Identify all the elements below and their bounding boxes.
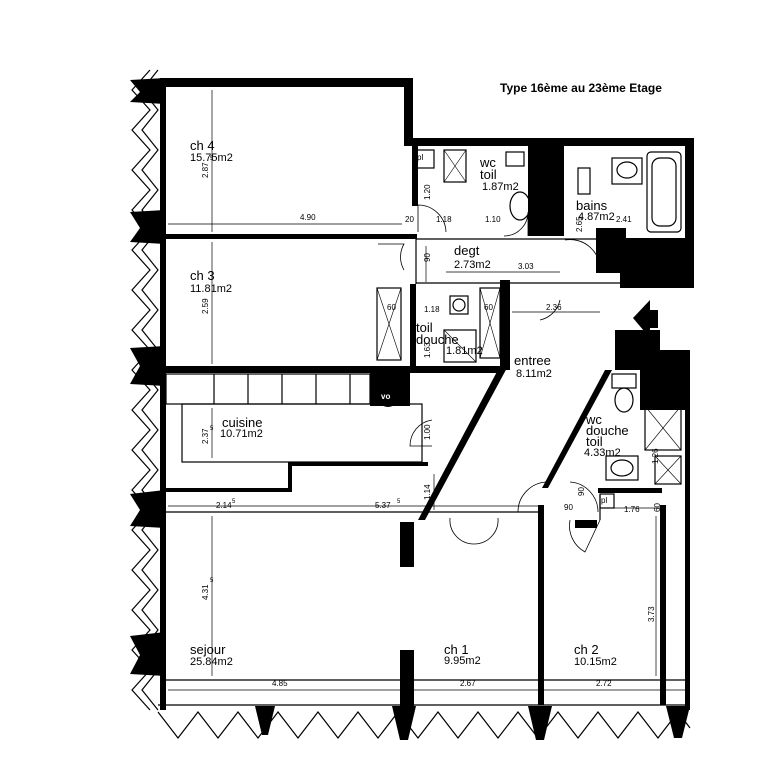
bottom-facade [157, 704, 691, 740]
dim-half-sup-2: 5 [397, 499, 401, 505]
dim-60c: 60 [653, 503, 662, 512]
room-name-ch1: ch 1 [444, 642, 469, 657]
dim-63: 63 [546, 215, 555, 224]
dim-half-sup-3: 5 [210, 578, 214, 584]
room-area-ch2: 10.15m2 [574, 656, 617, 668]
room-area-ch3: 11.81m2 [190, 283, 232, 295]
dim-272: 2.72 [596, 679, 612, 688]
dim-118b: 1.18 [424, 305, 440, 314]
dim-90a: 90 [423, 253, 432, 262]
room-area-ch1: 9.95m2 [444, 655, 481, 667]
dim-ch4-depth: 2.87 [201, 162, 210, 178]
room-area-wc-toil: 1.87m2 [482, 181, 519, 193]
room-name-ch2: ch 2 [574, 642, 599, 657]
plan-title: Type 16ème au 23ème Etage [500, 81, 662, 95]
dim-236: 2.36 [546, 303, 562, 312]
room-name-entree: entree [514, 353, 551, 368]
room-area-ch4: 15.75m2 [190, 152, 233, 164]
dim-303: 3.03 [518, 262, 534, 271]
dim-2145: 2.14 [216, 501, 232, 510]
room-area-cuisine: 10.71m2 [220, 428, 263, 440]
room-area-sejour: 25.84m2 [190, 656, 233, 668]
dimension-labels: 4.90 2.87 20 1.18 1.10 1.20 2.65 2.41 63… [201, 156, 662, 688]
interior-walls [162, 146, 666, 708]
dim-267: 2.67 [460, 679, 476, 688]
pl-label-bottom: pl [601, 496, 607, 505]
dim-241: 2.41 [616, 215, 632, 224]
dim-90c: 90 [564, 503, 573, 512]
room-name-sejour: sejour [190, 642, 226, 657]
room-name-ch3: ch 3 [190, 268, 215, 283]
dim-110: 1.10 [485, 215, 501, 224]
vo-label: vo [381, 392, 390, 401]
room-area-bains: 4.87m2 [578, 211, 615, 223]
pl-label-top: pl [417, 153, 423, 162]
dimension-lines [168, 90, 686, 691]
dim-60a: 60 [387, 303, 396, 312]
thin-walls [162, 238, 690, 681]
dim-163: 1.63 [423, 342, 432, 358]
dim-265: 2.65 [575, 216, 584, 232]
room-area-degt: 2.73m2 [454, 259, 491, 271]
dim-90b: 90 [577, 487, 586, 496]
room-area-toil-douche: 1.81m2 [446, 345, 483, 357]
room-name-degt: degt [454, 243, 480, 258]
dim-114: 1.14 [423, 484, 432, 500]
dim-259: 2.59 [201, 298, 210, 314]
dim-half-sup-1: 5 [232, 499, 236, 505]
dim-373: 3.73 [647, 606, 656, 622]
dim-118a: 1.18 [436, 215, 452, 224]
dim-60b: 60 [484, 303, 493, 312]
dim-half-sup-5: 5 [210, 426, 214, 432]
outer-walls [160, 78, 694, 710]
kitchen-counter: vo [165, 373, 423, 463]
dim-half-sup-4: 5 [210, 156, 214, 162]
entrance-arrow [633, 300, 658, 338]
room-name-ch4: ch 4 [190, 138, 215, 153]
dim-100: 1.00 [423, 424, 432, 440]
dim-20: 20 [405, 215, 414, 224]
sanitary-fixtures [376, 149, 682, 509]
room-area-wc-douche-toil: 4.33m2 [584, 447, 621, 459]
room-area-entree: 8.11m2 [516, 368, 552, 380]
dim-485: 4.85 [272, 679, 288, 688]
dim-176: 1.76 [624, 505, 640, 514]
dim-120: 1.20 [423, 184, 432, 200]
dim-126: 1.26 [651, 448, 660, 464]
doors [378, 204, 601, 553]
room-name-bains: bains [576, 198, 608, 213]
room-name-cuisine: cuisine [222, 415, 262, 430]
dim-ch4-width: 4.90 [300, 213, 316, 222]
left-facade [130, 69, 165, 711]
dim-5375: 5.37 [375, 501, 391, 510]
dim-4315: 4.31 [201, 584, 210, 600]
dim-237: 2.37 [201, 428, 210, 444]
